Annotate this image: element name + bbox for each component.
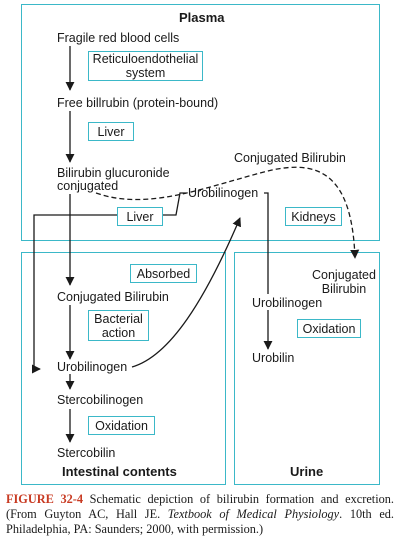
arrow-to-urine-urobilinogen [264, 192, 269, 294]
box-absorbed: Absorbed [130, 264, 197, 283]
box-kidneys: Kidneys [285, 207, 342, 226]
intestinal-panel [21, 252, 226, 485]
node-urobilinogen-urine: Urobilinogen [252, 296, 323, 310]
node-bilirubin-glucuronide-line2: conjugated [57, 179, 119, 193]
box-reticuloendothelial-system: Reticuloendothelial system [88, 51, 203, 81]
caption-text-1: Schematic depiction of bilirubin formati… [6, 492, 394, 521]
node-urobilinogen-intestine: Urobilinogen [57, 360, 128, 374]
box-oxidation-intestine: Oxidation [88, 416, 155, 435]
box-bacterial-action: Bacterial action [88, 310, 149, 341]
plasma-title: Plasma [179, 10, 225, 25]
box-liver-2: Liver [117, 207, 163, 226]
caption-book-title: Textbook of Medical Physiology [167, 507, 340, 521]
box-oxidation-urine: Oxidation [297, 319, 361, 338]
node-urobilin: Urobilin [252, 351, 295, 365]
figure-label: FIGURE 32-4 [6, 492, 83, 506]
node-stercobilinogen: Stercobilinogen [57, 393, 144, 407]
urine-panel [234, 252, 380, 485]
node-urobilinogen-plasma: Urobilinogen [188, 186, 259, 200]
arrow-recirculation [31, 192, 186, 374]
node-fragile-red-blood-cells: Fragile red blood cells [57, 31, 180, 45]
intestinal-title: Intestinal contents [62, 464, 177, 479]
node-bilirubin-glucuronide-line1: Bilirubin glucuronide [57, 166, 170, 180]
box-liver-1: Liver [88, 122, 134, 141]
node-free-bilirubin: Free billrubin (protein-bound) [57, 96, 219, 110]
dashed-arrow-to-urine [95, 166, 360, 259]
plasma-panel [21, 4, 380, 241]
caption-text-2: . 10th ed. Philadelphia, PA: Saunders; 2… [6, 507, 394, 536]
node-conjugated-bilirubin-plasma: Conjugated Bilirubin [234, 151, 346, 165]
arrow-absorbed [131, 217, 241, 368]
node-conjugated-bilirubin-urine: Conjugated Bilirubin [312, 268, 376, 296]
node-stercobilin: Stercobilin [57, 446, 116, 460]
figure-caption: FIGURE 32-4 Schematic depiction of bilir… [6, 492, 394, 537]
urine-title: Urine [290, 464, 324, 479]
node-conjugated-bilirubin-intestine: Conjugated Bilirubin [57, 290, 169, 304]
